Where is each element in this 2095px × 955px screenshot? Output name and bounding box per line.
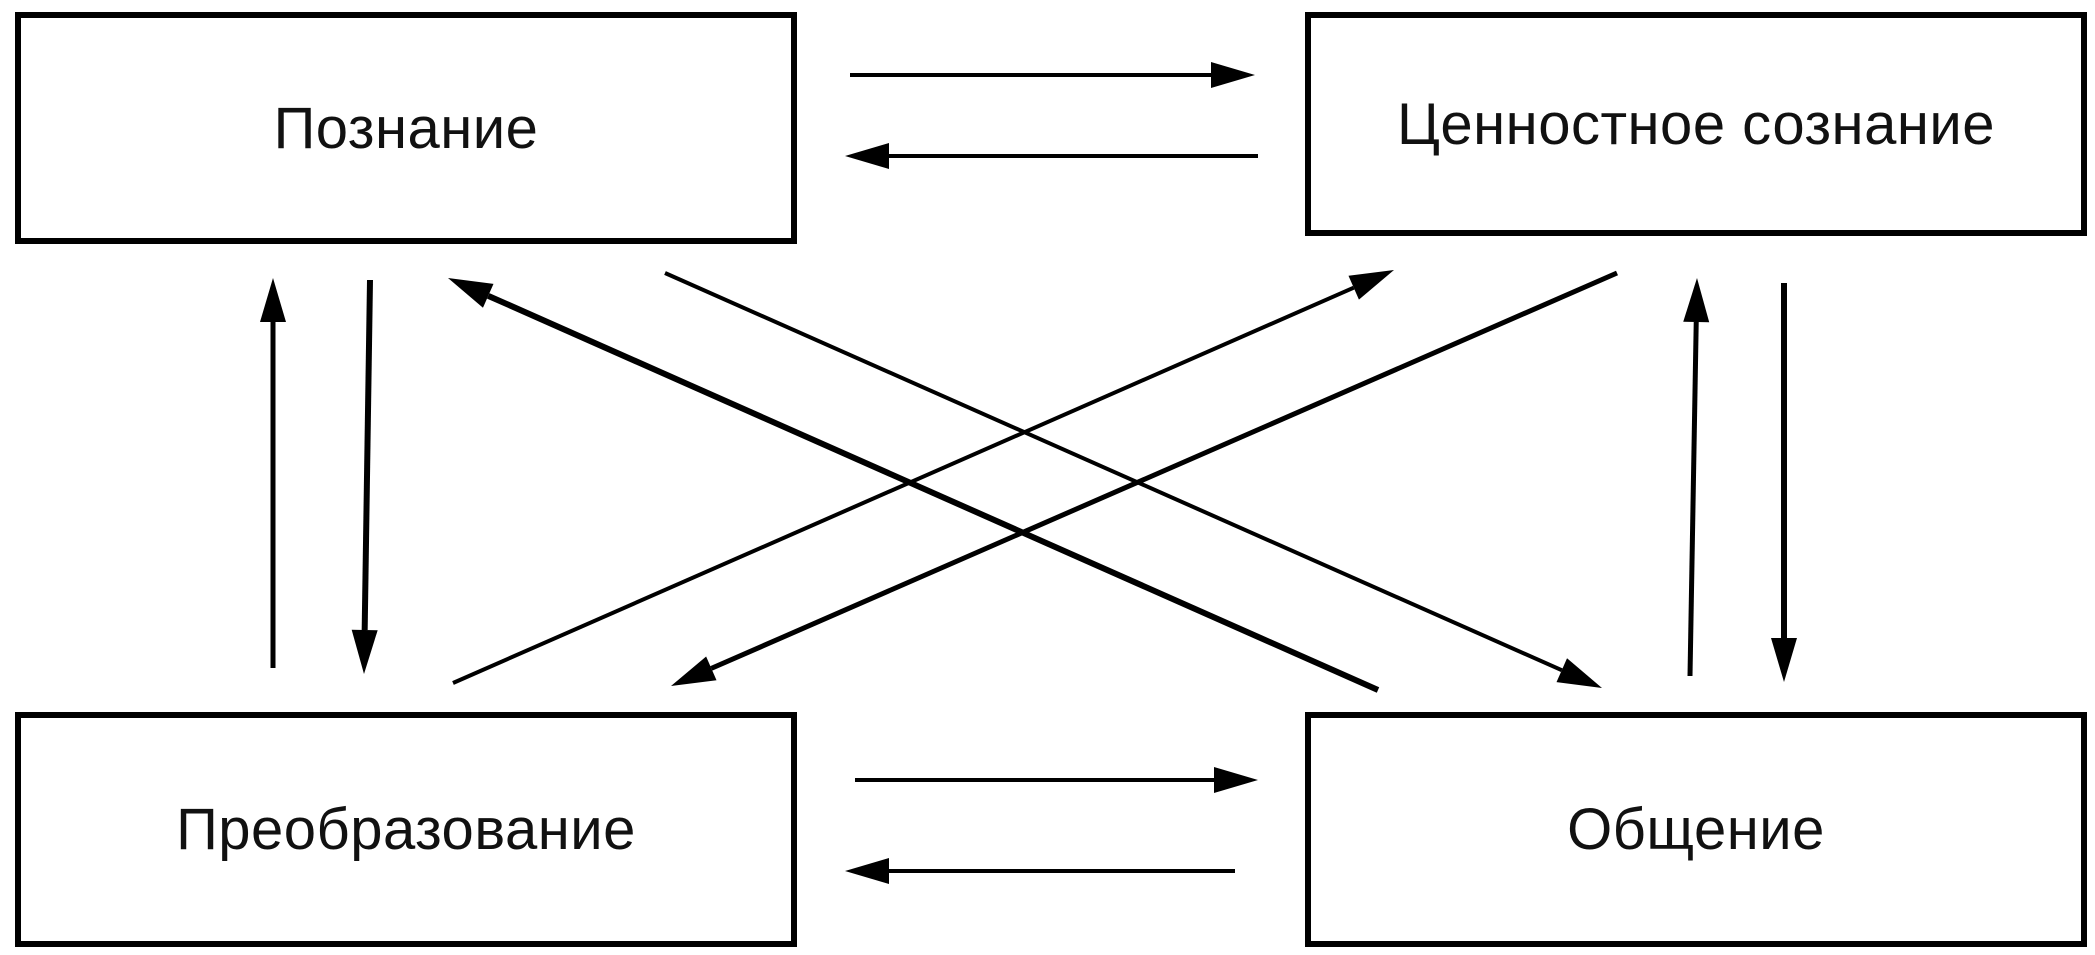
arrow-transformation-to-values [452,270,1394,685]
arrow-values-to-cognition [845,143,1258,169]
arrowhead-icon [1214,767,1258,793]
node-communication-label: Общение [1567,797,1825,862]
arrowhead-icon [1683,278,1710,323]
node-transformation: Преобразование [15,712,797,947]
node-cognition: Познание [15,12,797,244]
arrow-values-to-transformation [671,270,1619,686]
arrow-shaft [710,270,1619,671]
arrowhead-icon [448,278,494,308]
arrowhead-icon [1556,658,1602,688]
arrowhead-icon [845,143,889,169]
arrow-transformation-to-communication [855,767,1258,793]
node-communication: Общение [1305,712,2087,947]
arrow-values-to-communication [1771,283,1797,682]
arrow-shaft [1687,321,1699,677]
arrow-cognition-to-communication [664,271,1602,688]
arrow-cognition-to-transformation [351,279,378,674]
arrow-shaft [664,271,1563,673]
arrowhead-icon [1211,62,1255,88]
node-value-consciousness: Ценностное сознание [1305,12,2087,236]
arrow-shaft [452,285,1355,685]
arrow-transformation-to-cognition [260,278,286,668]
arrowhead-icon [1348,270,1394,300]
node-cognition-label: Познание [273,95,539,161]
arrow-shaft [487,293,1380,693]
node-value-consciousness-label: Ценностное сознание [1396,91,1996,157]
arrowhead-icon [671,656,717,686]
arrowhead-icon [351,629,378,674]
arrow-communication-to-values [1683,278,1710,677]
arrow-shaft [361,279,373,631]
arrowhead-icon [845,858,889,884]
arrowhead-icon [260,278,286,322]
arrow-communication-to-cognition [448,278,1380,693]
arrow-communication-to-transformation [845,858,1235,884]
arrow-cognition-to-values [850,62,1255,88]
arrowhead-icon [1771,638,1797,682]
node-transformation-label: Преобразование [176,797,636,862]
